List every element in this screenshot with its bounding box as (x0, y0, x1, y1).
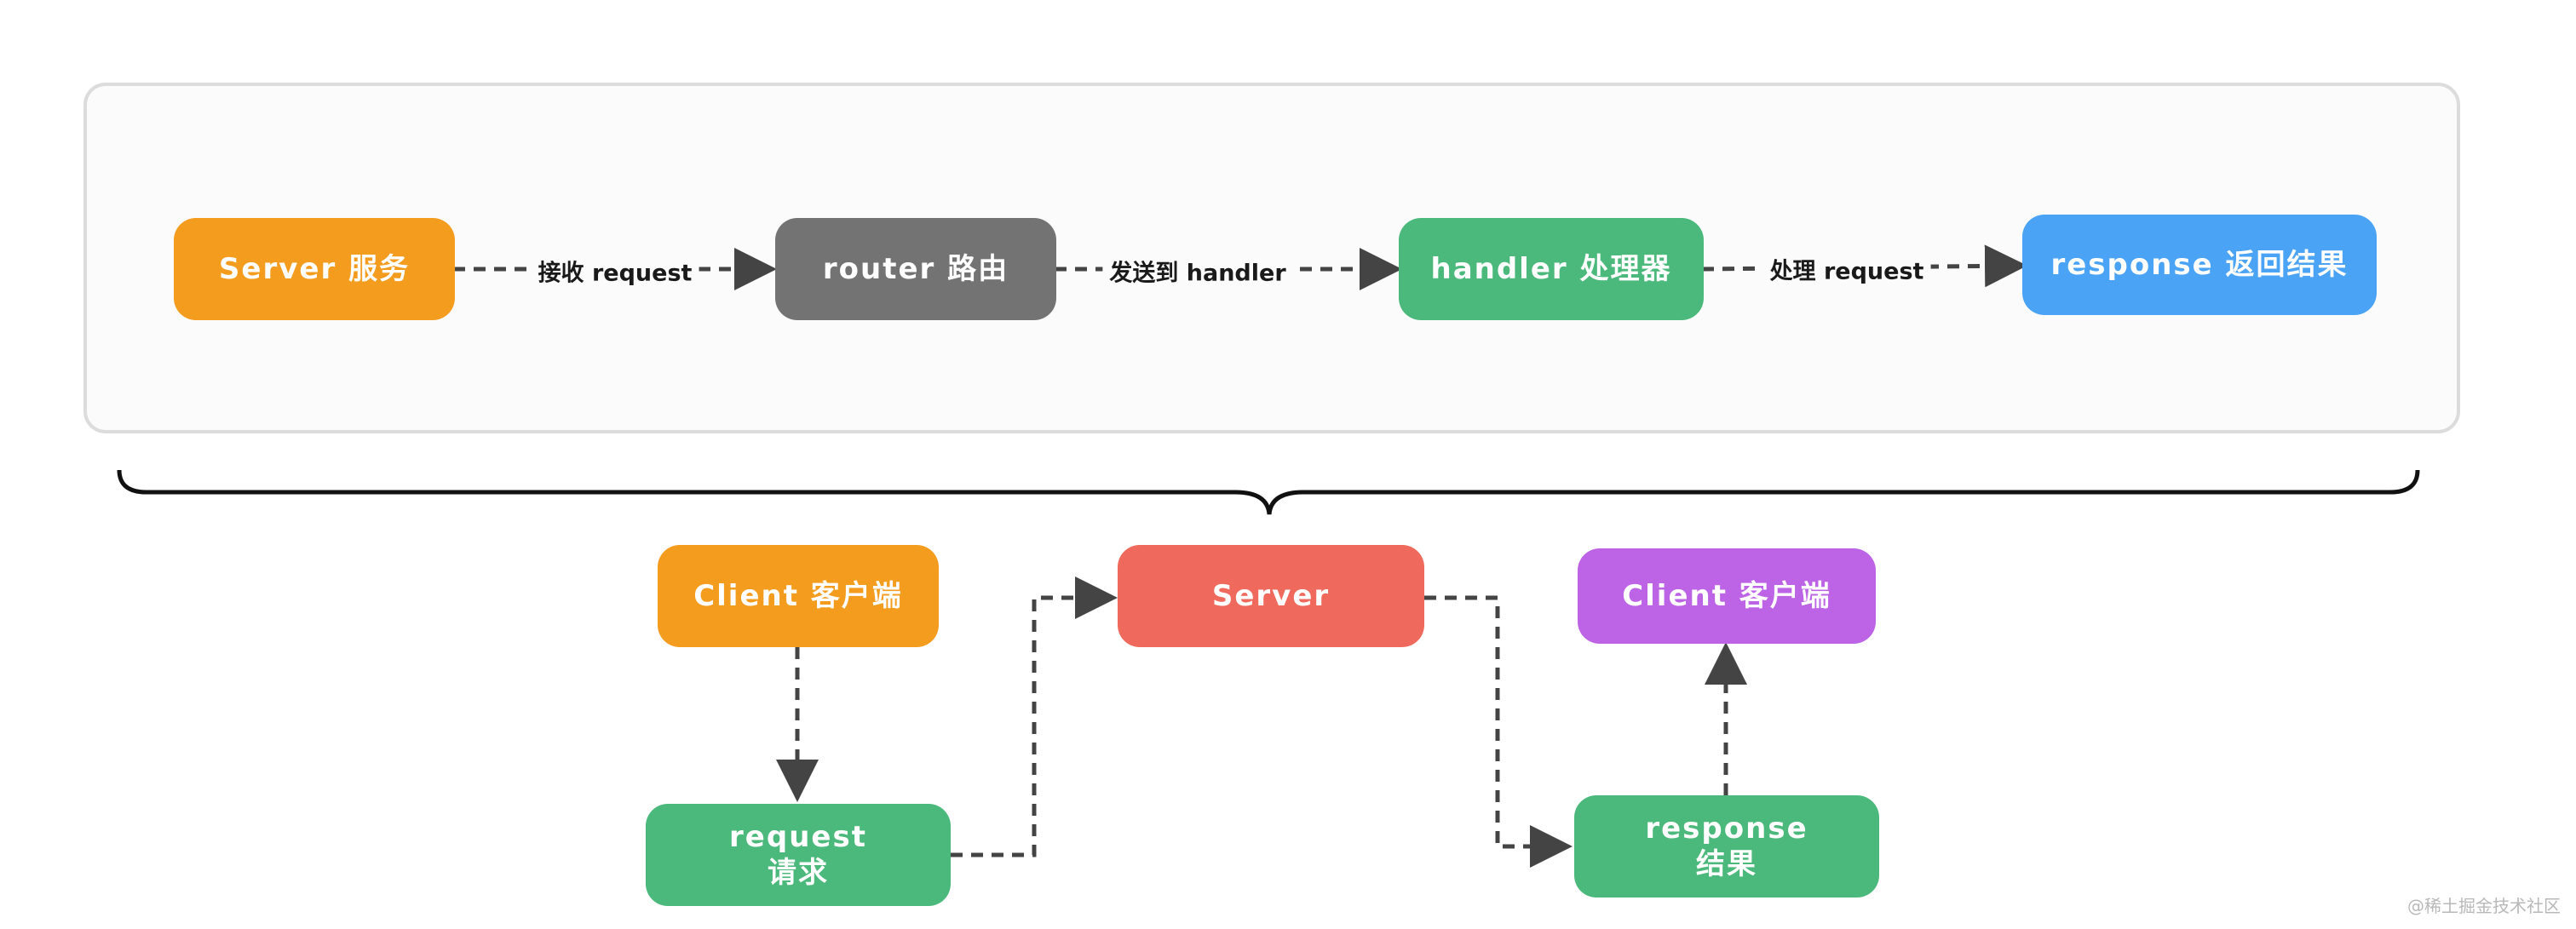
node-response: response 结果 (1574, 795, 1879, 897)
node-request-label-line1: request (729, 819, 867, 854)
node-server-service-label: Server 服务 (218, 251, 411, 286)
node-handler: handler 处理器 (1399, 218, 1704, 320)
node-response-result: response 返回结果 (2022, 215, 2377, 315)
curly-brace (117, 469, 2420, 515)
node-client-top-label: Client 客户端 (693, 578, 903, 613)
edge-label-send-to-handler: 发送到 handler (1102, 254, 1293, 288)
edge-label-process-request: 处理 request (1762, 252, 1931, 286)
arrow-server-to-response (1424, 595, 1573, 868)
node-response-label-line2: 结果 (1696, 847, 1757, 881)
node-server: Server (1118, 545, 1424, 647)
edge-label-receive-request: 接收 request (531, 254, 699, 288)
node-response-label-line1: response (1645, 811, 1808, 846)
node-handler-label: handler 处理器 (1430, 251, 1672, 286)
node-router: router 路由 (775, 218, 1056, 320)
node-response-result-label: response 返回结果 (2050, 247, 2349, 282)
watermark: @稀土掘金技术社区 (2407, 896, 2561, 916)
node-client-right: Client 客户端 (1578, 548, 1876, 644)
node-client-top: Client 客户端 (658, 545, 939, 647)
node-client-right-label: Client 客户端 (1622, 578, 1831, 613)
node-router-label: router 路由 (822, 251, 1009, 286)
node-request-label-line2: 请求 (768, 856, 829, 890)
node-request: request 请求 (646, 804, 951, 906)
node-server-label: Server (1211, 578, 1331, 613)
arrow-request-to-server (951, 576, 1118, 857)
node-server-service: Server 服务 (174, 218, 455, 320)
